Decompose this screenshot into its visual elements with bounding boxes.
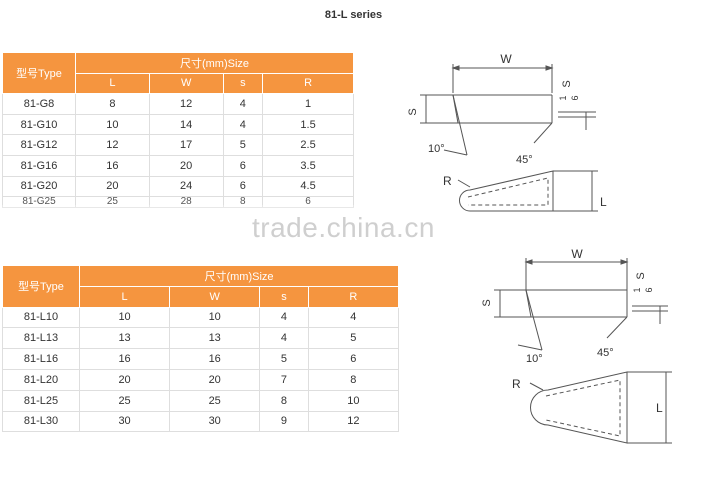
drawing-bottom-side-view [494, 258, 668, 351]
cell-type: 81-L10 [2, 306, 80, 329]
cell-r: 12 [307, 410, 400, 433]
cell-type: 81-G10 [2, 113, 76, 136]
fraction-denominator: 6 [570, 95, 580, 100]
table-row: 81-G12 12 17 5 2.5 [2, 134, 354, 156]
drawing-top-plan-view [457, 170, 598, 212]
cell-s: 9 [259, 410, 309, 433]
drawing-top-side-view [420, 64, 596, 156]
spec-table-l: 型号Type 尺寸(mm)Size L W s R 81-L10 10 10 4… [2, 265, 400, 433]
table-row: 81-L16 16 16 5 6 [2, 348, 400, 370]
type-header: 型号Type [2, 265, 80, 308]
dim-s-label: S [481, 299, 493, 306]
page-title: 81-L series [324, 9, 383, 21]
table-row: 81-L30 30 30 9 12 [2, 410, 400, 433]
cell-l: 16 [75, 154, 150, 177]
cell-w: 17 [148, 134, 224, 156]
cell-type: 81-L16 [2, 348, 80, 370]
table-row: 81-L20 20 20 7 8 [2, 368, 400, 391]
cell-l: 30 [78, 410, 171, 433]
cell-r: 10 [307, 389, 400, 412]
col-header-r: R [262, 72, 354, 95]
cell-w: 30 [169, 410, 261, 433]
angle-10-label: 10° [526, 353, 543, 365]
col-header-s: s [222, 72, 264, 95]
dim-w-label: W [571, 247, 583, 261]
radius-label: R [443, 174, 452, 188]
fraction-s-label: S [561, 80, 573, 87]
cell-s: 4 [259, 327, 309, 350]
cell-type: 81-G16 [2, 154, 76, 177]
cell-r: 2.5 [262, 134, 354, 156]
fraction-denominator: 6 [644, 287, 654, 292]
radius-label: R [512, 377, 521, 391]
dim-w-label: W [500, 52, 512, 66]
size-header: 尺寸(mm)Size [75, 52, 354, 74]
table-row: 81-L13 13 13 4 5 [2, 327, 400, 350]
dim-s-label: S [407, 108, 419, 115]
spec-table-g: 型号Type 尺寸(mm)Size L W s R 81-G8 8 12 4 1… [2, 51, 354, 209]
angle-45-label: 45° [516, 154, 533, 166]
fraction-numerator: 1 [558, 95, 568, 100]
col-header-s: s [259, 285, 309, 308]
dim-l-label: L [656, 401, 663, 415]
angle-45-label: 45° [597, 347, 614, 359]
drawing-bottom-plan-view [529, 371, 672, 444]
type-header: 型号Type [2, 51, 76, 95]
angle-10-label: 10° [428, 143, 445, 155]
fraction-numerator: 1 [632, 287, 642, 292]
image-fade [0, 205, 400, 255]
col-header-l: L [75, 72, 150, 95]
table-row: 81-G16 16 20 6 3.5 [2, 154, 354, 177]
fraction-s-label: S [635, 272, 647, 279]
watermark-text: trade.china.cn [252, 212, 435, 243]
dim-l-label: L [600, 195, 607, 209]
cell-l: 13 [78, 327, 171, 350]
col-header-l: L [78, 285, 171, 308]
